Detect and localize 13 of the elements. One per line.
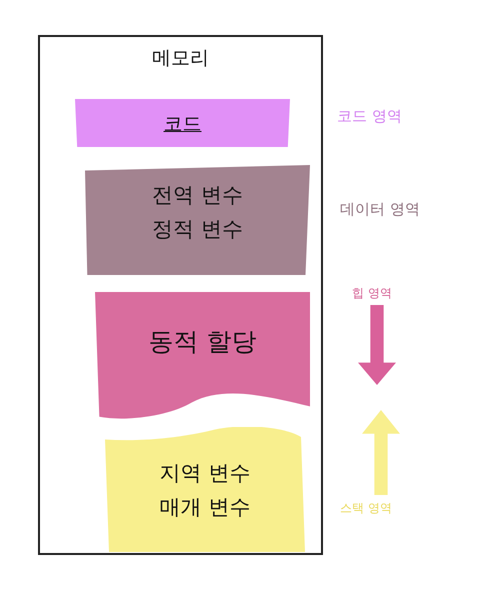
stack-segment	[105, 427, 305, 552]
region-label: 데이터 영역	[340, 200, 420, 219]
memory-title: 메모리	[152, 47, 209, 69]
data-segment	[85, 165, 310, 275]
region-label: 코드 영역	[337, 107, 402, 126]
segment-label: 지역 변수 매개 변수	[160, 461, 250, 519]
segment-label: 동적 할당	[148, 327, 256, 356]
segment-label: 코드	[164, 113, 202, 135]
region-label: 힙 영역	[352, 285, 392, 302]
code-segment	[75, 99, 290, 147]
segment-label: 전역 변수 정적 변수	[152, 183, 243, 241]
memory-box	[38, 35, 323, 555]
region-label: 스택 영역	[340, 500, 392, 517]
